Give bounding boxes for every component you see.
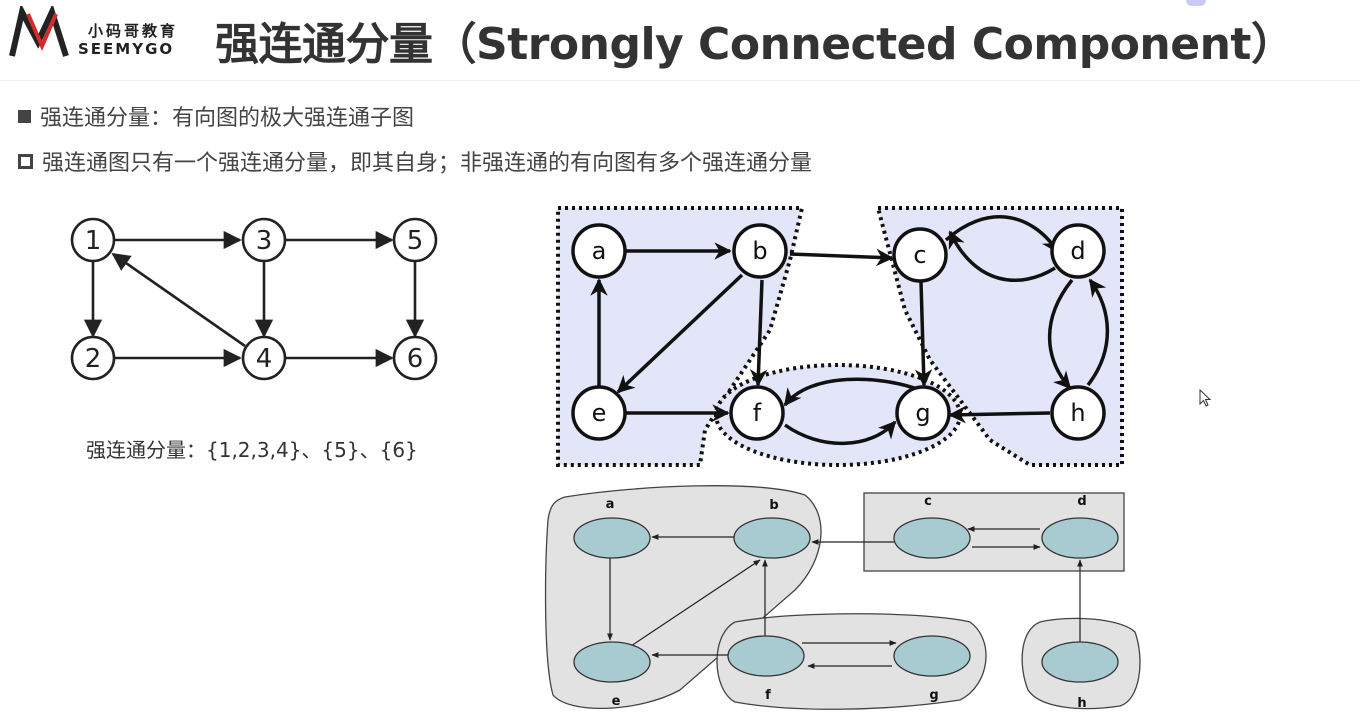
node-label-g: g <box>915 399 930 427</box>
node-5 <box>392 217 438 263</box>
node-e-ellipse <box>573 641 651 683</box>
edge-c-g <box>914 281 933 387</box>
node-label-b: b <box>752 237 767 265</box>
node-label-5: 5 <box>407 226 424 256</box>
node-f <box>729 385 785 441</box>
slide-title: 强连通分量（Strongly Connected Component） <box>215 19 1295 70</box>
logo-english-text: SEEMYGO <box>78 40 175 58</box>
edge-d-h <box>1047 278 1074 390</box>
node-label-e: e <box>592 399 607 427</box>
edge-f-g <box>783 420 897 446</box>
node-label-b: b <box>769 498 778 513</box>
node-label-4: 4 <box>256 344 273 374</box>
node-label-f: f <box>765 688 771 703</box>
edge-4-1 <box>111 252 246 348</box>
edge-b-e <box>616 273 744 394</box>
bullet-item-2: 强连通图只有一个强连通分量，即其自身；非强连通的有向图有多个强连通分量 <box>18 145 812 177</box>
bullet-text: 强连通分量：有向图的极大强连通子图 <box>40 106 415 131</box>
node-e <box>571 385 627 441</box>
edge-b-f <box>749 279 768 387</box>
node-label-h: h <box>1070 399 1085 427</box>
brand-logo: 小码哥教育 SEEMYGO <box>8 6 188 62</box>
header-bar: 小码哥教育 SEEMYGO 强连通分量（Strongly Connected C… <box>0 0 1360 81</box>
node-label-e: e <box>612 694 621 709</box>
node-d <box>1050 223 1106 279</box>
accent-tab <box>1186 0 1206 6</box>
hollow-square-bullet-icon <box>18 153 33 169</box>
node-a-ellipse <box>573 517 651 559</box>
node-label-1: 1 <box>85 226 102 256</box>
node-label-2: 2 <box>85 344 102 374</box>
edge-c-d <box>944 215 1060 254</box>
node-f-ellipse <box>727 635 805 677</box>
edge-g-f <box>783 377 921 407</box>
edge-h-g <box>948 405 1051 424</box>
node-h <box>1050 385 1106 441</box>
node-6 <box>392 335 438 381</box>
logo-m-icon <box>9 6 69 57</box>
node-label-f: f <box>753 399 762 427</box>
node-a <box>571 223 627 279</box>
filled-square-bullet-icon <box>18 109 31 123</box>
node-label-d: d <box>1077 494 1086 509</box>
node-b-ellipse <box>733 517 811 559</box>
node-g <box>895 385 951 441</box>
node-label-d: d <box>1070 237 1085 265</box>
node-label-h: h <box>1077 696 1086 711</box>
node-c-ellipse <box>893 517 971 559</box>
node-h-ellipse <box>1041 641 1119 683</box>
node-4 <box>241 335 287 381</box>
node-label-a: a <box>606 497 615 512</box>
edge-e-b <box>627 559 761 649</box>
node-2 <box>70 335 116 381</box>
node-label-g: g <box>929 688 938 703</box>
node-label-6: 6 <box>407 344 424 374</box>
edge-b-c <box>789 248 894 267</box>
node-g-ellipse <box>893 635 971 677</box>
node-d-ellipse <box>1041 517 1119 559</box>
edge-d-c <box>948 230 1056 282</box>
node-b <box>732 223 788 279</box>
mouse-cursor-icon <box>1199 389 1212 407</box>
node-label-c: c <box>913 241 926 269</box>
bullet-text: 强连通图只有一个强连通分量，即其自身；非强连通的有向图有多个强连通分量 <box>42 151 813 176</box>
edge-h-d <box>1086 278 1110 387</box>
scc-caption: 强连通分量：{1,2,3,4}、{5}、{6} <box>86 438 418 462</box>
node-label-3: 3 <box>256 226 273 256</box>
node-label-a: a <box>592 237 607 265</box>
node-3 <box>241 217 287 263</box>
node-1 <box>70 217 116 263</box>
node-c <box>892 227 948 283</box>
bullet-item-1: 强连通分量：有向图的极大强连通子图 <box>18 100 414 132</box>
logo-chinese-text: 小码哥教育 <box>88 22 179 40</box>
node-label-c: c <box>924 494 932 509</box>
